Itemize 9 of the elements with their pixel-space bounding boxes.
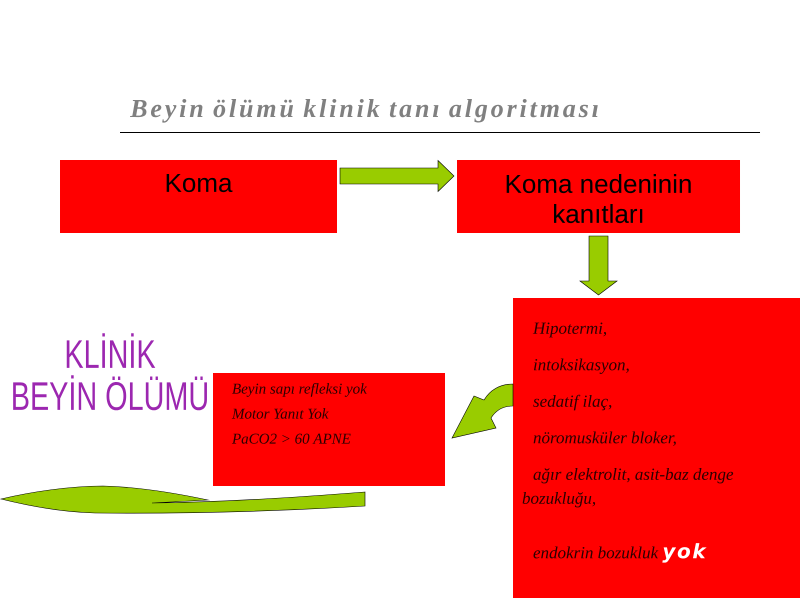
block-arrow <box>340 160 454 192</box>
block-arrow <box>579 236 618 296</box>
curved-arrow <box>0 486 366 514</box>
list-box: Beyin sapı refleksi yok Motor Yanıt Yok PaCO2 > 60 APNE <box>213 373 445 486</box>
title: Beyin ölümü klinik tanı algoritması <box>130 98 598 123</box>
curved-arrow <box>452 384 514 438</box>
process-box: Koma nedeninin kanıtları <box>457 160 740 233</box>
result-label: KLİNİK BEYİN ÖLÜMÜ <box>13 333 207 410</box>
process-box: Koma <box>60 160 337 233</box>
